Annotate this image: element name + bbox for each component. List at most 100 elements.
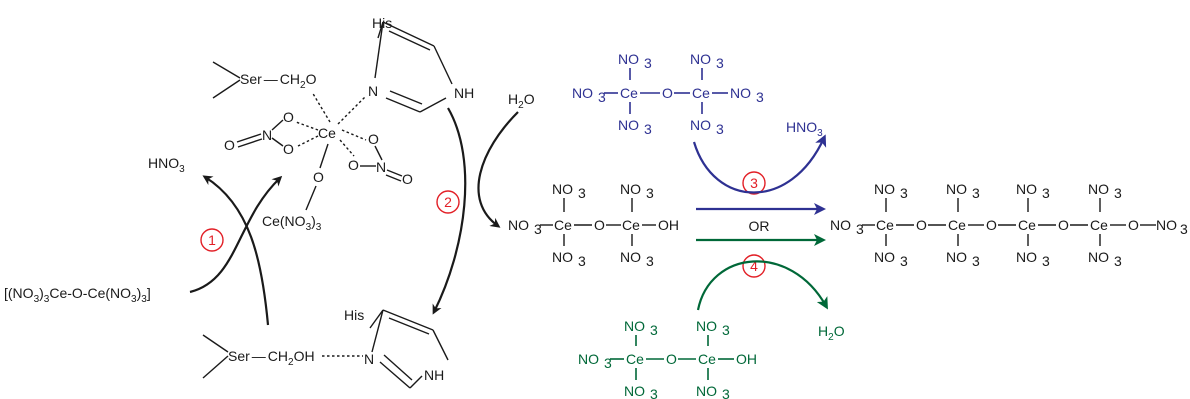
hno3-product-label: HNO3 [148,155,185,175]
svg-text:NO: NO [1088,181,1109,197]
step-2-arrow-down [432,107,467,315]
step-2-circle [436,190,460,214]
svg-text:NO: NO [1016,181,1037,197]
svg-text:3: 3 [650,322,658,338]
svg-text:Ce: Ce [876,217,894,233]
step-1-arrow-to-complex [189,175,283,294]
svg-text:NO: NO [624,383,645,399]
nitrate-right-bond-top [374,145,383,161]
ser-methyl-bond-bottom [212,79,241,99]
svg-text:Ce: Ce [620,85,638,101]
svg-text:OH: OH [658,217,679,233]
svg-text:3: 3 [644,55,652,71]
nitrate-right-o-top: O [368,131,379,147]
imidazole-ring-top [374,21,453,113]
svg-text:NO: NO [696,383,717,399]
svg-text:NO: NO [690,51,711,67]
svg-text:3: 3 [900,253,908,269]
svg-text:3: 3 [1180,221,1188,237]
svg-text:NO: NO [874,181,895,197]
step-1-number: 1 [208,232,216,248]
nitrate-left-o-bottom: O [283,141,294,157]
svg-text:O: O [662,85,673,101]
svg-text:3: 3 [578,253,586,269]
svg-text:NO: NO [730,85,751,101]
imidazole-n-top: N [368,83,378,99]
svg-text:NO: NO [552,249,573,265]
step-4-curved-arrow [696,260,828,311]
ser-bottom-methyl-bond-bottom [202,355,229,379]
step-1-circle [200,228,224,252]
svg-text:3: 3 [650,386,658,399]
svg-text:NO: NO [618,51,639,67]
svg-text:3: 3 [722,386,730,399]
his-label-bottom: His [344,307,364,323]
nitrate-right-double-bond-a [386,169,403,177]
cerium-dimer-reagent-label: [(NO3)3Ce-O-Ce(NO3)3] [4,285,151,305]
hno3-blue-product-label: HNO3 [786,119,823,139]
svg-text:3: 3 [646,253,654,269]
svg-text:NO: NO [696,318,717,334]
step-2-number: 2 [444,194,452,210]
svg-text:Ce: Ce [626,351,644,367]
svg-text:NO: NO [1156,217,1177,233]
coord-bond-nitrate-right-a [341,129,367,141]
step-3-curved-arrow [692,134,827,194]
svg-text:NO: NO [874,249,895,265]
ser-bottom-methyl-bond-top [202,334,229,353]
step-4-number: 4 [750,258,758,274]
svg-text:3: 3 [604,355,612,371]
svg-text:3: 3 [646,185,654,201]
svg-text:O: O [986,217,997,233]
coord-bond-nitrate-left-a [295,121,319,131]
step-2-arrow-water-in [477,111,519,228]
bridging-o-label: O [313,169,324,185]
coord-bond-ser-o [311,91,331,123]
svg-text:3: 3 [716,55,724,71]
ser-ch2oh-label: Ser—CH2OH [228,348,315,368]
imidazole-n-bottom: N [364,351,374,367]
svg-text:Ce: Ce [692,85,710,101]
ce-center-label: Ce [318,125,336,141]
svg-text:OH: OH [736,351,757,367]
or-label: OR [749,218,770,234]
bond-ce-bridging-o [319,143,329,169]
svg-text:O: O [916,217,927,233]
water-reagent-label: H2O [508,91,535,111]
svg-text:3: 3 [578,185,586,201]
nitrate-right-o-bottom: O [348,157,359,173]
nitrate-left-n: N [262,127,272,143]
svg-text:3: 3 [598,89,606,105]
step-4-circle [742,254,766,278]
svg-text:Ce: Ce [1090,217,1108,233]
his-label-top: His [372,15,392,31]
nh-label-top: NH [454,85,474,101]
svg-text:NO: NO [620,249,641,265]
svg-text:NO: NO [508,217,529,233]
svg-text:O: O [594,217,605,233]
nitrate-left-bond-top [271,119,284,131]
nitrate-left-o-double: O [224,137,235,153]
svg-text:3: 3 [644,121,652,137]
svg-text:NO: NO [552,181,573,197]
nitrate-left-double-bond-b [237,138,263,148]
svg-text:NO: NO [618,117,639,133]
svg-text:NO: NO [1088,249,1109,265]
ser-ch2o-label: Ser—CH2O [240,71,317,91]
step-3-number: 3 [750,175,758,191]
nh-label-bottom: NH [424,367,444,383]
coord-bond-his-n [337,95,367,125]
nitrate-left-double-bond-a [236,133,262,143]
svg-text:3: 3 [1114,185,1122,201]
svg-text:NO: NO [572,85,593,101]
nitrate-right-double-bond-b [385,174,402,182]
h2o-green-product-label: H2O [818,323,845,343]
ce-no3-label: Ce(NO3)3 [262,213,322,233]
svg-text:O: O [1058,217,1069,233]
step-3-circle [742,171,766,195]
svg-text:3: 3 [716,121,724,137]
